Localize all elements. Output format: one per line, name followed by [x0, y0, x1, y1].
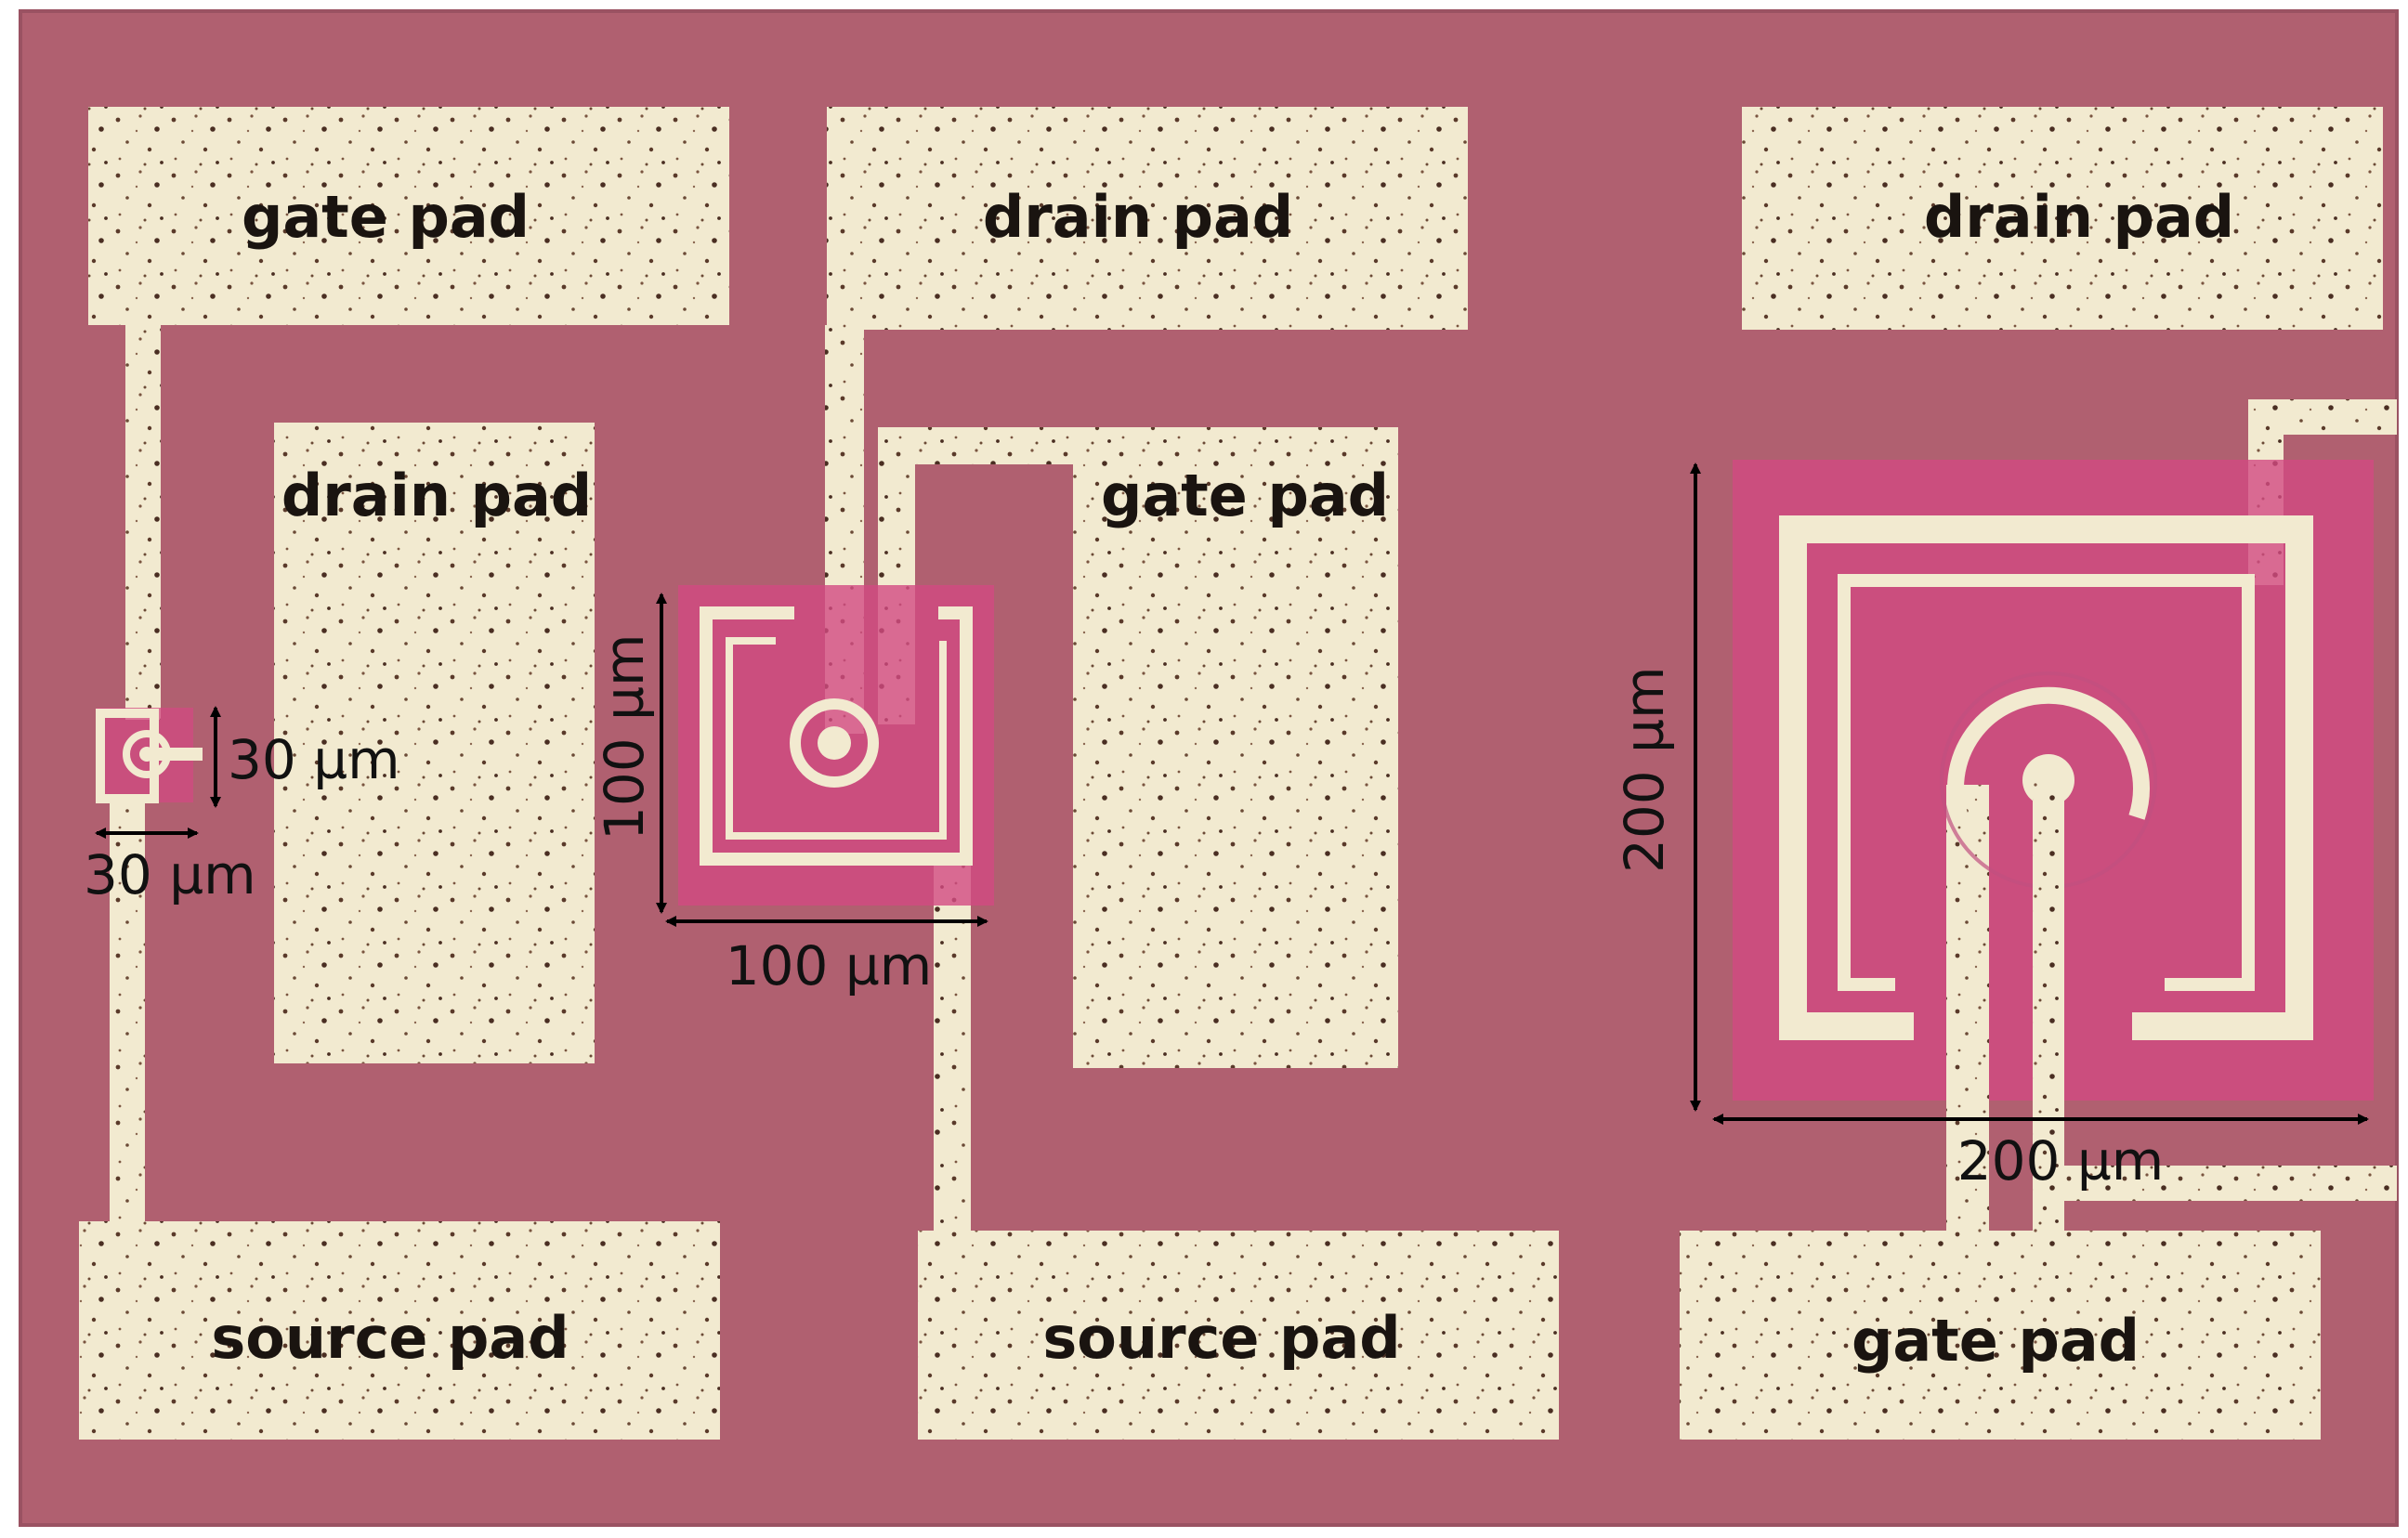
dimension-label-vertical-large: 200 µm: [1613, 666, 1676, 873]
drain-pad-large-label: drain pad: [1924, 183, 2234, 251]
source-pad-medium: [918, 1231, 1559, 1440]
gate-pad-large-label: gate pad: [1852, 1307, 2140, 1375]
device-200um: drain pad gate pad 200 µm 200 µm: [1613, 107, 2397, 1440]
gate-pad-small-label: gate pad: [242, 183, 530, 251]
gate-pad-medium-label: gate pad: [1101, 462, 1389, 529]
drain-pad-medium-label: drain pad: [983, 183, 1293, 251]
dimension-label-vertical-small: 30 µm: [228, 728, 400, 791]
dimension-label-vertical-medium: 100 µm: [593, 633, 656, 841]
dimension-label-horizontal-large: 200 µm: [1957, 1129, 2165, 1193]
source-pad-small: [79, 1221, 720, 1440]
device-30um: gate pad drain pad source pad 30 µm 30 µ…: [79, 107, 729, 1440]
dimension-label-horizontal-small: 30 µm: [84, 843, 256, 906]
device-100um: drain pad gate pad source pad 100 µm 100…: [593, 107, 1559, 1440]
drain-pad-small-label: drain pad: [281, 462, 592, 529]
gate-pad-large: [1680, 1231, 2321, 1440]
dimension-label-horizontal-medium: 100 µm: [726, 934, 933, 997]
gate-pad-small: [88, 107, 729, 325]
drain-pad-large: [1742, 107, 2383, 330]
drain-pad-medium: [827, 107, 1468, 330]
source-pad-medium-label: source pad: [1042, 1304, 1400, 1372]
gate-pad-medium: [1073, 427, 1398, 1068]
drain-pad-small: [274, 423, 595, 1063]
source-pad-small-label: source pad: [211, 1304, 569, 1372]
